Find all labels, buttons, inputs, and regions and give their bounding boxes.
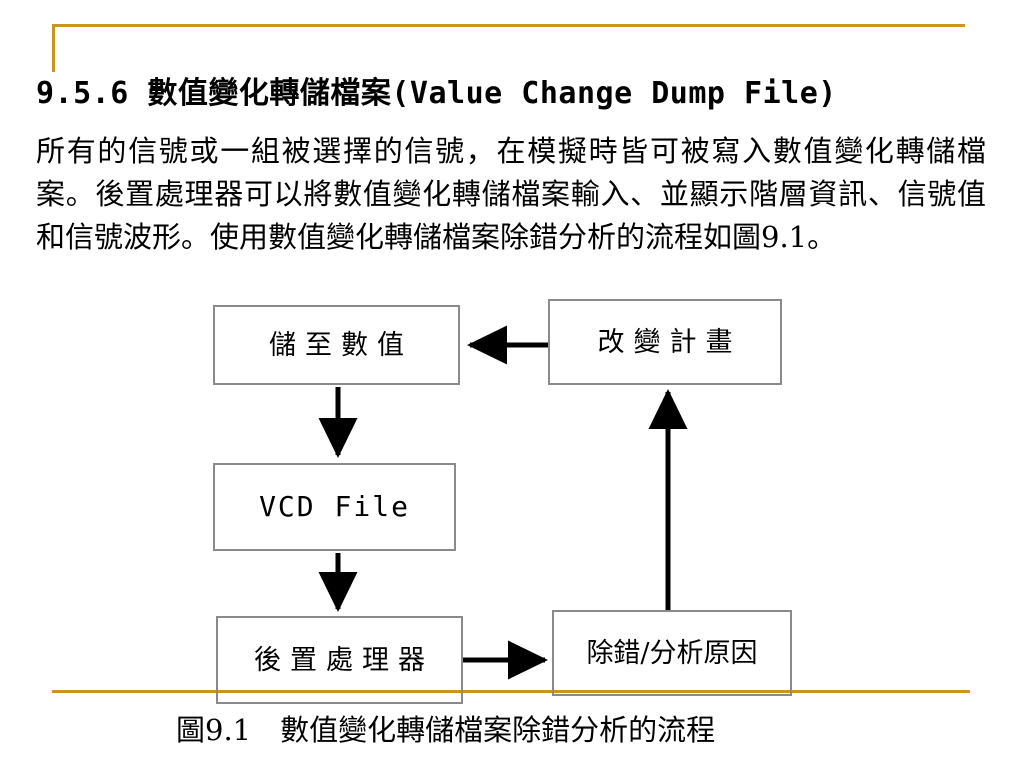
accent-rule-bottom — [52, 690, 970, 693]
flow-node-vcd-file-label: VCD File — [259, 490, 410, 523]
flow-node-change-plan-label: 改變計畫 — [597, 326, 742, 358]
body-paragraph: 所有的信號或一組被選擇的信號，在模擬時皆可被寫入數值變化轉儲檔案。後置處理器可以… — [36, 134, 986, 254]
flow-node-post-processor: 後置處理器 — [216, 616, 463, 704]
flow-node-debug-analyze-label: 除錯/分析原因 — [586, 637, 758, 669]
flow-node-store-label: 儲至數值 — [269, 329, 413, 361]
slide-title: 9.5.6 數值變化轉儲檔案(Value Change Dump File) — [36, 76, 837, 111]
flow-node-debug-analyze: 除錯/分析原因 — [552, 610, 792, 696]
accent-rule-left — [52, 24, 55, 72]
accent-rule-top — [52, 24, 965, 27]
figure-caption: 圖9.1 數值變化轉儲檔案除錯分析的流程 — [176, 713, 716, 747]
flow-node-change-plan: 改變計畫 — [548, 299, 782, 385]
flow-node-post-processor-label: 後置處理器 — [254, 644, 434, 676]
flow-node-vcd-file: VCD File — [213, 463, 456, 551]
flow-node-store: 儲至數值 — [213, 305, 460, 385]
